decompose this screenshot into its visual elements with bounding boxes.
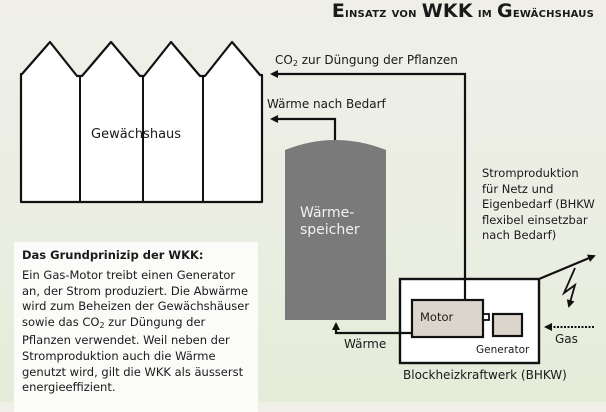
shaft	[482, 313, 490, 321]
generator-label: Generator	[476, 344, 530, 356]
co2-flow-label: CO2 zur Düngung der Pflanzen	[275, 53, 458, 71]
heat-storage-tank	[285, 140, 386, 320]
info-body-text: zur Düngung der Pflanzen verwendet. Weil…	[22, 314, 244, 395]
co2-flow-arrow	[270, 70, 467, 278]
info-body: Ein Gas-Motor treibt einen Generator an,…	[22, 268, 250, 396]
title-part: insatz von	[345, 5, 417, 21]
heat-storage-label: Wärme- speicher	[300, 205, 360, 239]
info-body-subscript: 2	[99, 320, 105, 330]
heat-demand-arrow	[270, 115, 337, 140]
title-acronym: WKK	[421, 0, 473, 22]
motor-label: Motor	[420, 310, 454, 324]
co2-text-rest: zur Düngung der Pflanzen	[297, 53, 458, 67]
lightning-icon	[561, 267, 577, 308]
title-initial: G	[497, 0, 513, 22]
diagram-title: Einsatz von WKK im Gewächshaus	[332, 0, 594, 22]
heat-storage-label-line: speicher	[300, 222, 360, 238]
power-label-line: Stromproduktion	[482, 166, 579, 180]
title-part: ewächshaus	[512, 5, 594, 21]
power-out-arrow	[538, 254, 596, 281]
generator-box	[491, 312, 524, 338]
co2-subscript: 2	[292, 59, 298, 68]
heat-demand-label: Wärme nach Bedarf	[267, 97, 386, 111]
power-production-label: Stromproduktion für Netz und Eigenbedarf…	[482, 166, 606, 244]
bhkw-label: Blockheizkraftwerk (BHKW)	[403, 368, 567, 382]
greenhouse-label: Gewächshaus	[91, 127, 182, 142]
heat-storage-label-line: Wärme-	[300, 205, 355, 221]
power-label-line: flexibel einsetzbar	[482, 212, 588, 227]
gas-label: Gas	[555, 332, 578, 346]
title-part: im	[477, 5, 492, 21]
info-box: Das Grundprinizip der WKK: Ein Gas-Motor…	[14, 242, 258, 412]
heat-flow-arrow	[332, 322, 412, 335]
motor-box	[410, 298, 485, 339]
power-label-line: Eigenbedarf (BHKW	[482, 197, 595, 211]
info-body-text: Ein Gas-Motor treibt einen Generator an,…	[22, 268, 250, 329]
co2-text: CO	[275, 53, 293, 67]
diagram-canvas	[19, 40, 596, 365]
title-initial: E	[331, 0, 346, 22]
greenhouse	[19, 40, 264, 204]
heat-flow-label: Wärme	[344, 337, 387, 351]
info-heading: Das Grundprinizip der WKK:	[22, 248, 204, 262]
power-label-line: nach Bedarf)	[482, 228, 557, 242]
power-label-line: für Netz und	[482, 181, 554, 196]
